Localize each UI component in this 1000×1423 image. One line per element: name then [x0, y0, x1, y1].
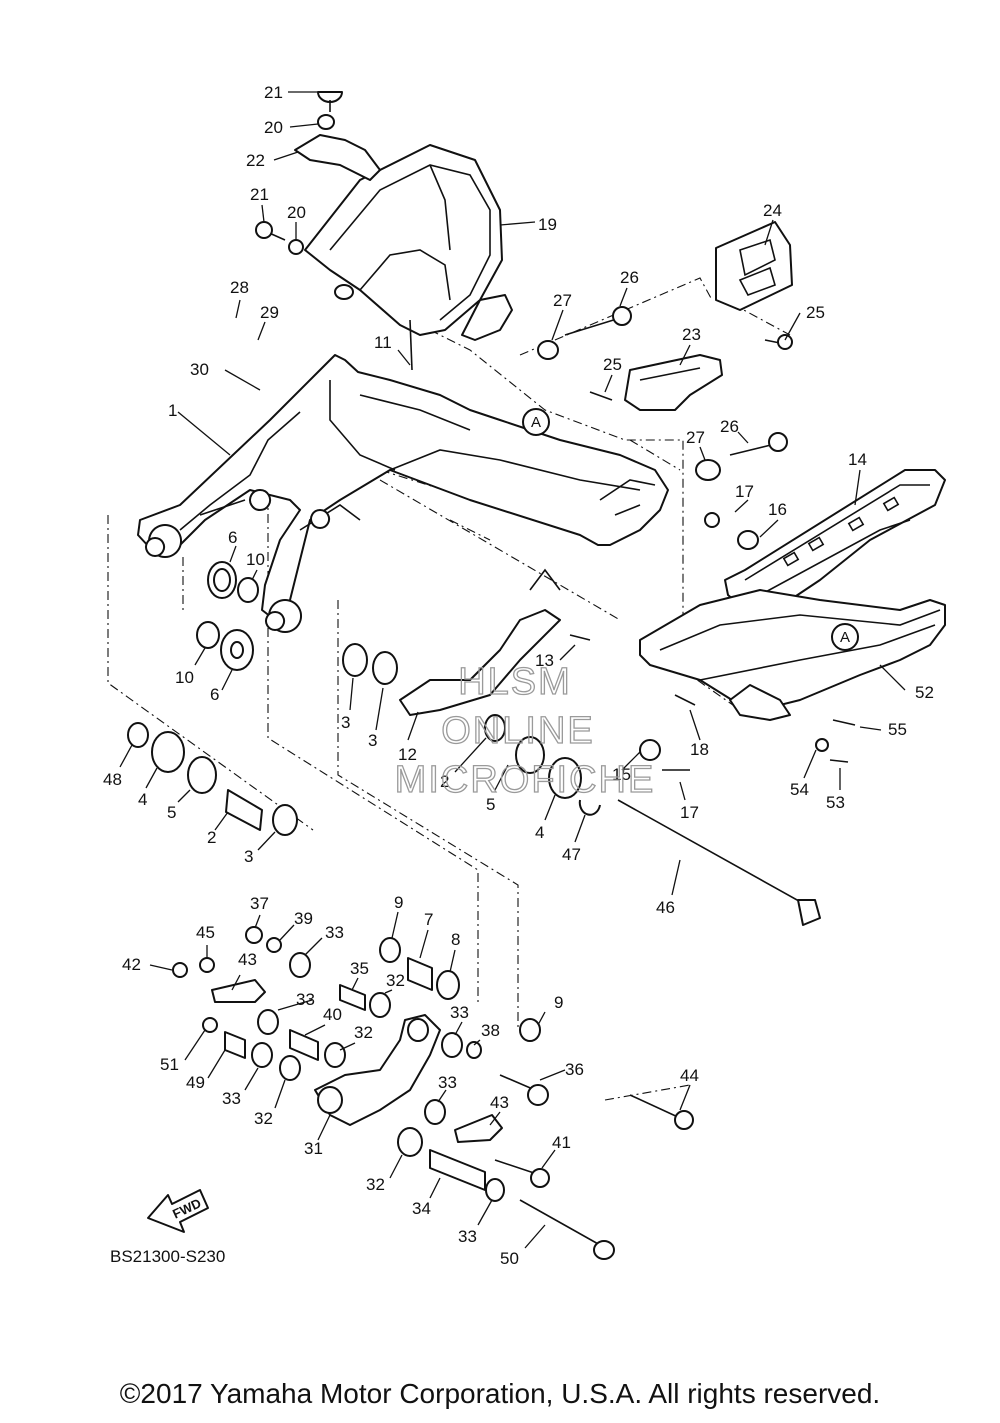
part-label: 3 — [368, 731, 377, 750]
part-label: 6 — [210, 685, 219, 704]
part-label: 30 — [190, 360, 209, 379]
part-label: 54 — [790, 780, 809, 799]
part-label: 17 — [680, 803, 699, 822]
part-label: 48 — [103, 770, 122, 789]
part-label: 9 — [394, 893, 403, 912]
part-label: 11 — [374, 333, 392, 352]
part-label: 21 — [264, 83, 283, 102]
part-label: 52 — [915, 683, 934, 702]
part-number-labels: 21 20 22 21 20 19 24 26 27 25 28 29 11 2… — [103, 83, 934, 1268]
part-label: 13 — [535, 651, 554, 670]
reference-marker-a: A — [531, 414, 541, 431]
part-label: 20 — [264, 118, 283, 137]
part-label: 43 — [238, 950, 257, 969]
part-label: 2 — [440, 772, 449, 791]
copyright-notice: ©2017 Yamaha Motor Corporation, U.S.A. A… — [119, 1378, 881, 1409]
part-label: 3 — [244, 847, 253, 866]
part-label: 35 — [350, 959, 369, 978]
part-label: 24 — [763, 201, 782, 220]
part-label: 7 — [424, 910, 433, 929]
part-label: 36 — [565, 1060, 584, 1079]
part-label: 32 — [354, 1023, 373, 1042]
part-label: 25 — [806, 303, 825, 322]
part-label: 21 — [250, 185, 269, 204]
part-label: 10 — [246, 550, 265, 569]
part-label: 33 — [450, 1003, 469, 1022]
part-label: 6 — [228, 528, 237, 547]
part-label: 32 — [366, 1175, 385, 1194]
part-label: 5 — [486, 795, 495, 814]
part-label: 47 — [562, 845, 581, 864]
part-label: 2 — [207, 828, 216, 847]
part-label: 53 — [826, 793, 845, 812]
part-label: 28 — [230, 278, 249, 297]
watermark: HLSM ONLINE MICROFICHE — [394, 660, 656, 801]
part-label: 22 — [246, 151, 265, 170]
small-brackets — [294, 134, 561, 716]
part-label: 4 — [138, 790, 147, 809]
reference-marker-a: A — [840, 629, 850, 646]
part-label: 32 — [254, 1109, 273, 1128]
chain-case — [724, 469, 946, 606]
part-label: 9 — [554, 993, 563, 1012]
part-label: 15 — [612, 765, 631, 784]
part-label: 45 — [196, 923, 215, 942]
reference-markers: A A — [522, 408, 859, 651]
part-label: 32 — [386, 971, 405, 990]
part-label: 27 — [686, 428, 705, 447]
rear-suspension-linkage — [172, 926, 541, 1202]
part-label: 23 — [682, 325, 701, 344]
bushings-and-spacers — [127, 114, 829, 836]
part-label: 31 — [304, 1139, 323, 1158]
part-label: 41 — [552, 1133, 571, 1152]
part-label: 43 — [490, 1093, 509, 1112]
part-label: 19 — [538, 215, 557, 234]
part-label: 51 — [160, 1055, 179, 1074]
chain-guard — [639, 589, 946, 721]
leader-lines — [119, 91, 906, 1249]
part-label: 33 — [296, 990, 315, 1009]
part-label: 4 — [535, 823, 544, 842]
part-label: 10 — [175, 668, 194, 687]
part-label: 46 — [656, 898, 675, 917]
part-label: 33 — [222, 1089, 241, 1108]
part-label: 40 — [323, 1005, 342, 1024]
part-label: 12 — [398, 745, 417, 764]
part-label: 16 — [768, 500, 787, 519]
part-label: 37 — [250, 894, 269, 913]
part-label: 42 — [122, 955, 141, 974]
bracket-plate-assembly — [624, 221, 793, 411]
part-label: 34 — [412, 1199, 431, 1218]
part-label: 1 — [168, 401, 177, 420]
part-label: 29 — [260, 303, 279, 322]
part-label: 33 — [438, 1073, 457, 1092]
watermark-line: MICROFICHE — [395, 759, 656, 801]
part-label: 17 — [735, 482, 754, 501]
part-label: 39 — [294, 909, 313, 928]
part-label: 44 — [680, 1066, 699, 1085]
part-label: 38 — [481, 1021, 500, 1040]
diagram-part-code: BS21300-S230 — [110, 1247, 225, 1266]
part-label: 33 — [458, 1227, 477, 1246]
watermark-line: HLSM — [458, 661, 572, 703]
part-label: 33 — [325, 923, 344, 942]
part-label: 50 — [500, 1249, 519, 1268]
part-label: 25 — [603, 355, 622, 374]
forward-direction-arrow: FWD — [147, 1189, 209, 1233]
part-label: 26 — [720, 417, 739, 436]
part-label: 8 — [451, 930, 460, 949]
part-label: 26 — [620, 268, 639, 287]
part-label: 3 — [341, 713, 350, 732]
part-label: 20 — [287, 203, 306, 222]
part-label: 55 — [888, 720, 907, 739]
part-label: 27 — [553, 291, 572, 310]
swing-arm — [137, 294, 669, 633]
mudguard — [304, 144, 503, 336]
part-label: 18 — [690, 740, 709, 759]
part-label: 14 — [848, 450, 867, 469]
part-label: 5 — [167, 803, 176, 822]
part-label: 49 — [186, 1073, 205, 1092]
watermark-line: ONLINE — [441, 710, 594, 752]
